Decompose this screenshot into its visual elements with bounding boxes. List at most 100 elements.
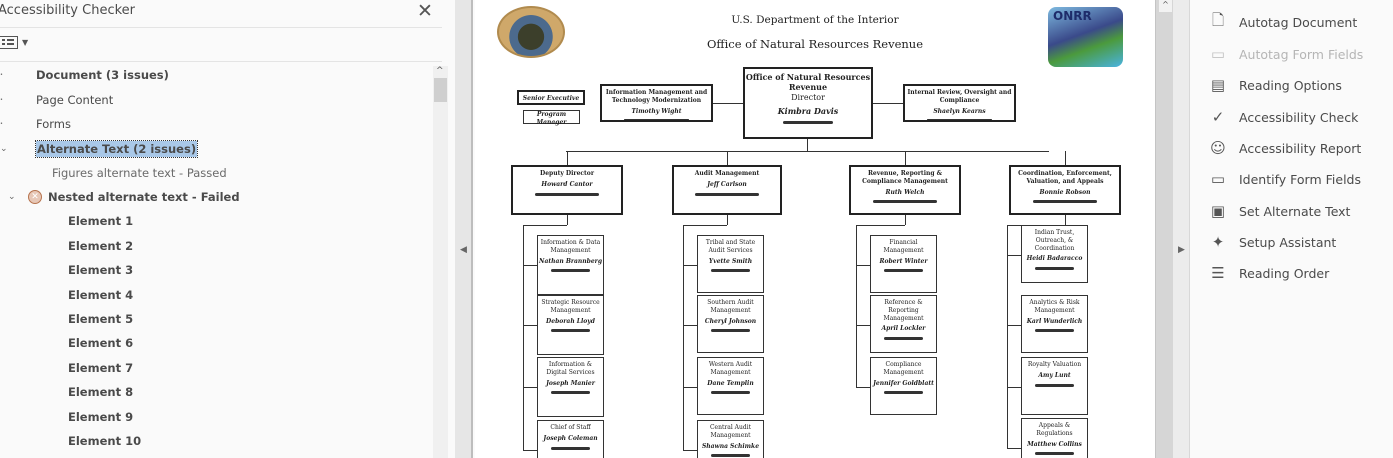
tree-item-label: Figures alternate text - Passed	[52, 166, 227, 180]
connector	[523, 265, 537, 266]
document-page: U.S. Department of the Interior Office o…	[475, 0, 1155, 458]
reading-order-icon: ☰	[1211, 264, 1225, 282]
org-unit-name: Howard Cantor	[541, 180, 593, 188]
tree-category[interactable]: ⌄ Alternate Text (2 issues)	[0, 138, 199, 160]
org-unit-title: Audit Management	[694, 170, 760, 177]
tool-label: Reading Order	[1239, 265, 1330, 281]
tool-set-alternate-text[interactable]: ▣ Set Alternate Text	[1207, 199, 1351, 223]
tool-accessibility-check[interactable]: ✓ Accessibility Check	[1207, 105, 1359, 129]
org-unit-name: Dane Templin	[707, 379, 754, 387]
org-unit-name: Timothy Wight	[631, 107, 682, 115]
tree-element-item[interactable]: Element 3	[68, 259, 133, 281]
autotag-document-icon: 🗋	[1211, 10, 1225, 29]
redacted-phone	[1035, 383, 1074, 387]
connector	[683, 387, 697, 388]
org-unit-title: Central Audit Management	[709, 424, 752, 439]
redacted-phone	[872, 200, 938, 204]
options-menu-button[interactable]: ▼	[0, 36, 28, 49]
redacted-phone	[884, 391, 923, 395]
org-box-unit: Reference & Reporting Management April L…	[870, 295, 937, 353]
org-unit-name: Amy Lunt	[1038, 371, 1071, 379]
org-unit-title: Information Management and Technology Mo…	[605, 89, 708, 104]
tool-reading-order[interactable]: ☰ Reading Order	[1207, 261, 1329, 285]
org-box-director: Office of Natural Resources Revenue Dire…	[743, 67, 873, 139]
org-unit-name: Ruth Welch	[885, 188, 925, 196]
connector	[523, 225, 524, 450]
tree-element-item[interactable]: Element 2	[68, 235, 133, 257]
tree-element-item[interactable]: Element 5	[68, 308, 133, 330]
org-box-staff-left: Information Management and Technology Mo…	[600, 84, 713, 122]
connector	[856, 225, 857, 387]
doi-seal-logo	[497, 6, 565, 58]
alternate-text-icon: ▣	[1210, 202, 1226, 220]
tree-element-item[interactable]: Element 1	[68, 210, 133, 232]
tree-category[interactable]: •Document (3 issues)	[0, 64, 169, 86]
connector	[567, 215, 568, 225]
tree-element-item[interactable]: Element 9	[68, 406, 133, 428]
chevron-down-icon[interactable]: ⌄	[0, 144, 8, 154]
panel-scrollbar[interactable]: ^	[433, 66, 448, 458]
redacted-phone	[1035, 452, 1074, 456]
redacted-phone	[782, 120, 834, 124]
connector	[567, 151, 568, 165]
tree-rule-item[interactable]: Figures alternate text - Passed	[52, 162, 227, 184]
org-unit-name: Deborah Lloyd	[546, 317, 595, 325]
org-unit-title: Coordination, Enforcement, Valuation, an…	[1018, 170, 1112, 185]
right-pane-divider[interactable]: ▶	[1173, 0, 1190, 458]
identify-form-fields-icon: ▭	[1210, 170, 1226, 188]
chevron-right-icon[interactable]: •	[0, 121, 3, 127]
connector	[1007, 325, 1021, 326]
autotag-form-fields-icon: ▭	[1210, 45, 1226, 63]
tree-item-label: Element 5	[68, 312, 134, 326]
tool-accessibility-report[interactable]: ☺ Accessibility Report	[1207, 136, 1361, 160]
tree-item-label: Element 3	[68, 263, 134, 277]
org-box-unit: Indian Trust, Outreach, & Coordination H…	[1021, 225, 1088, 283]
tool-label: Accessibility Report	[1239, 140, 1362, 156]
tree-item-label: Alternate Text (2 issues)	[34, 140, 199, 158]
scroll-thumb[interactable]	[434, 78, 447, 102]
left-pane-divider[interactable]: ◀	[455, 0, 473, 458]
expand-right-icon[interactable]: ▶	[1178, 245, 1185, 255]
doc-header-office: Office of Natural Resources Revenue	[706, 37, 924, 51]
scroll-up-icon[interactable]: ^	[436, 66, 444, 76]
redacted-phone	[551, 269, 590, 273]
connector	[523, 225, 567, 226]
org-unit-title: Western Audit Management	[708, 361, 753, 376]
org-unit-title: Analytics & Risk Management	[1029, 299, 1080, 314]
tree-element-item[interactable]: Element 4	[68, 284, 133, 306]
close-icon[interactable]: ✕	[417, 0, 433, 22]
redacted-phone	[695, 192, 759, 196]
tree-element-item[interactable]: Element 10	[68, 430, 141, 452]
tree-element-item[interactable]: Element 7	[68, 357, 133, 379]
tree-item-label: Element 8	[68, 385, 134, 399]
tree-category[interactable]: • Forms	[0, 113, 71, 135]
tool-autotag-document[interactable]: 🗋 Autotag Document	[1207, 10, 1357, 34]
org-unit-title: Royalty Valuation	[1027, 361, 1082, 368]
divider	[0, 61, 442, 62]
tree-category[interactable]: •Page Content	[0, 89, 113, 111]
document-scrollbar[interactable]: ^	[1155, 0, 1173, 458]
tree-rule-item[interactable]: ⌄✕Nested alternate text - Failed	[8, 186, 240, 208]
tool-label: Reading Options	[1239, 77, 1342, 93]
tool-reading-options[interactable]: ▤ Reading Options	[1207, 73, 1342, 97]
chevron-right-icon[interactable]: •	[0, 97, 3, 103]
tool-label: Autotag Form Fields	[1239, 46, 1364, 62]
org-unit-title: Financial Management	[883, 239, 924, 254]
tree-element-item[interactable]: Element 6	[68, 332, 133, 354]
redacted-phone	[926, 119, 993, 120]
connector	[523, 325, 537, 326]
redacted-phone	[551, 329, 590, 333]
chevron-down-icon: ▼	[22, 38, 29, 47]
chevron-right-icon[interactable]: •	[0, 72, 3, 78]
scroll-up-icon[interactable]: ^	[1159, 0, 1172, 12]
tree-item-label: Forms	[36, 117, 71, 131]
tool-setup-assistant[interactable]: ✦ Setup Assistant	[1207, 230, 1337, 254]
org-unit-title: Tribal and State Audit Services	[705, 239, 756, 254]
org-box-division: Audit Management Jeff Carlson	[672, 165, 782, 215]
collapse-left-icon[interactable]: ◀	[460, 245, 467, 255]
connector	[727, 151, 728, 165]
tree-element-item[interactable]: Element 8	[68, 381, 133, 403]
tool-identify-form-fields[interactable]: ▭ Identify Form Fields	[1207, 167, 1361, 191]
redacted-phone	[1035, 267, 1074, 271]
chevron-down-icon[interactable]: ⌄	[8, 192, 16, 202]
